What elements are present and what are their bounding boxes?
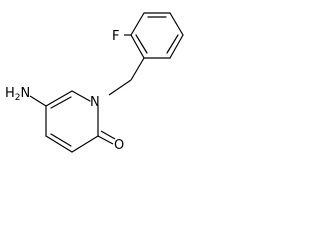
bond (130, 12, 145, 36)
structure-svg: F N O H2N (5, 12, 184, 153)
bond-ring-ch2 (130, 57, 145, 81)
bond (45, 135, 73, 153)
benzene-ring (130, 12, 184, 59)
bond (130, 34, 145, 59)
bond (71, 135, 99, 153)
atom-nh2-label: H2N (5, 86, 30, 103)
double-bond (50, 133, 72, 147)
nh2-n: N (21, 86, 31, 101)
double-bond (166, 34, 179, 54)
bond-ch2-n (108, 79, 132, 96)
atom-n-label: N (90, 95, 100, 110)
bond-c-nh2 (29, 95, 47, 107)
bond (169, 34, 184, 59)
nh2-h: H (5, 86, 15, 101)
carbonyl-bond (97, 135, 114, 145)
bond (45, 90, 73, 107)
bond (71, 90, 91, 102)
carbonyl-double-bond (100, 130, 116, 140)
bond (169, 12, 184, 36)
nh2-sub: 2 (15, 93, 21, 103)
molecule-diagram: F N O H2N (5, 12, 184, 153)
pyridinone-ring (45, 90, 99, 153)
double-bond (50, 96, 72, 109)
atom-o-label: O (114, 138, 124, 153)
double-bond (135, 34, 148, 54)
atom-f-label: F (112, 29, 119, 44)
